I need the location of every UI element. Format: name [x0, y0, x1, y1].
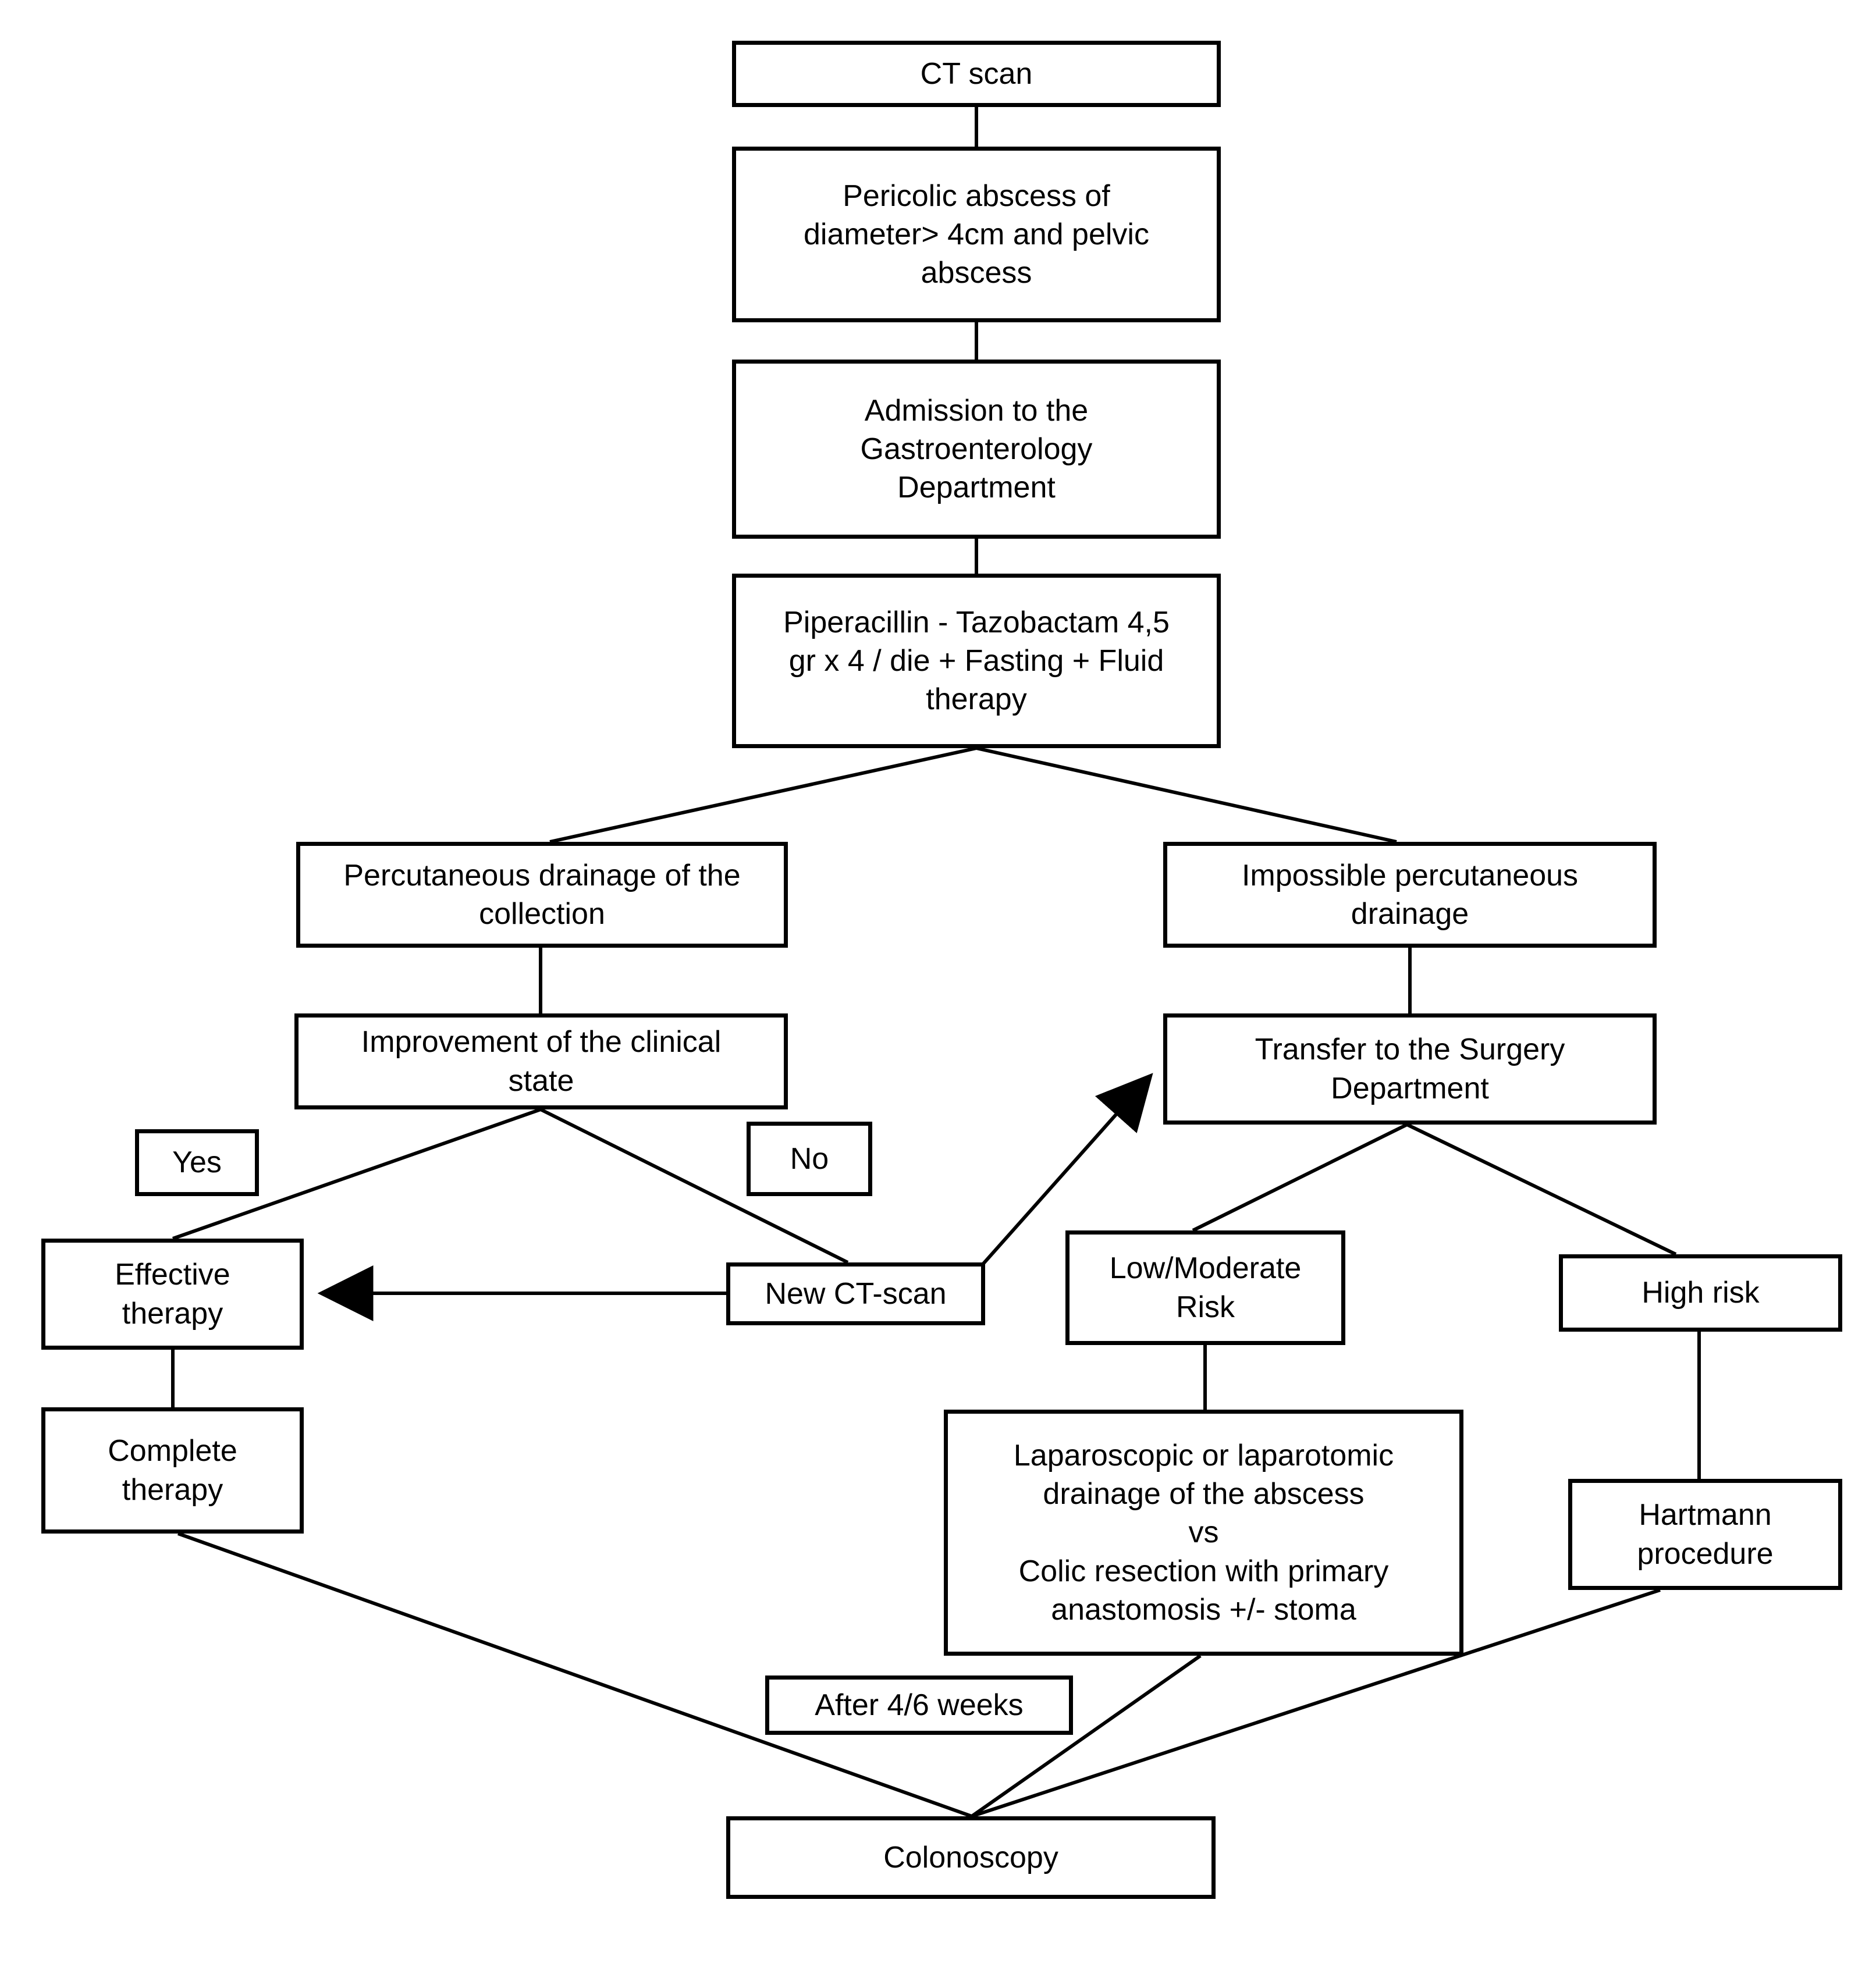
edge-hartmann-colonoscopy: [971, 1588, 1661, 1818]
node-low-moderate-risk: Low/Moderate Risk: [1065, 1230, 1345, 1345]
node-percutaneous-drainage: Percutaneous drainage of the collection: [296, 842, 788, 948]
edge-surgeryoptions-colonoscopy: [971, 1654, 1202, 1818]
edge-improvement-effective-yes: [172, 1108, 541, 1240]
node-no-label: No: [747, 1122, 872, 1196]
edge-complete-colonoscopy: [177, 1532, 973, 1818]
node-effective-therapy: Effective therapy: [41, 1239, 304, 1350]
node-colonoscopy: Colonoscopy: [726, 1816, 1216, 1899]
node-new-ct-scan: New CT-scan: [726, 1262, 985, 1325]
node-transfer-surgery: Transfer to the Surgery Department: [1163, 1013, 1657, 1125]
node-high-risk: High risk: [1559, 1254, 1842, 1332]
edge-newct-transfer-arrow: [982, 1073, 1153, 1265]
node-surgery-options: Laparoscopic or laparotomic drainage of …: [944, 1410, 1463, 1656]
node-ct-scan: CT scan: [732, 41, 1221, 107]
edge-transfer-low: [1192, 1123, 1408, 1232]
node-yes-label: Yes: [135, 1129, 259, 1196]
node-admission-gastroenterology: Admission to the Gastroenterology Depart…: [732, 360, 1221, 539]
node-complete-therapy: Complete therapy: [41, 1407, 304, 1534]
node-antibiotic-therapy: Piperacillin - Tazobactam 4,5 gr x 4 / d…: [732, 574, 1221, 748]
edge-antibiotic-impossible: [976, 746, 1397, 844]
node-impossible-drainage: Impossible percutaneous drainage: [1163, 842, 1657, 948]
edge-antibiotic-percutaneous: [549, 746, 977, 844]
node-hartmann-procedure: Hartmann procedure: [1568, 1479, 1842, 1590]
node-pericolic-abscess: Pericolic abscess of diameter> 4cm and p…: [732, 147, 1221, 322]
edge-improvement-newct-no: [539, 1108, 849, 1264]
node-clinical-improvement: Improvement of the clinical state: [294, 1013, 788, 1109]
node-after-weeks-label: After 4/6 weeks: [765, 1675, 1073, 1735]
edge-transfer-high: [1406, 1123, 1677, 1256]
